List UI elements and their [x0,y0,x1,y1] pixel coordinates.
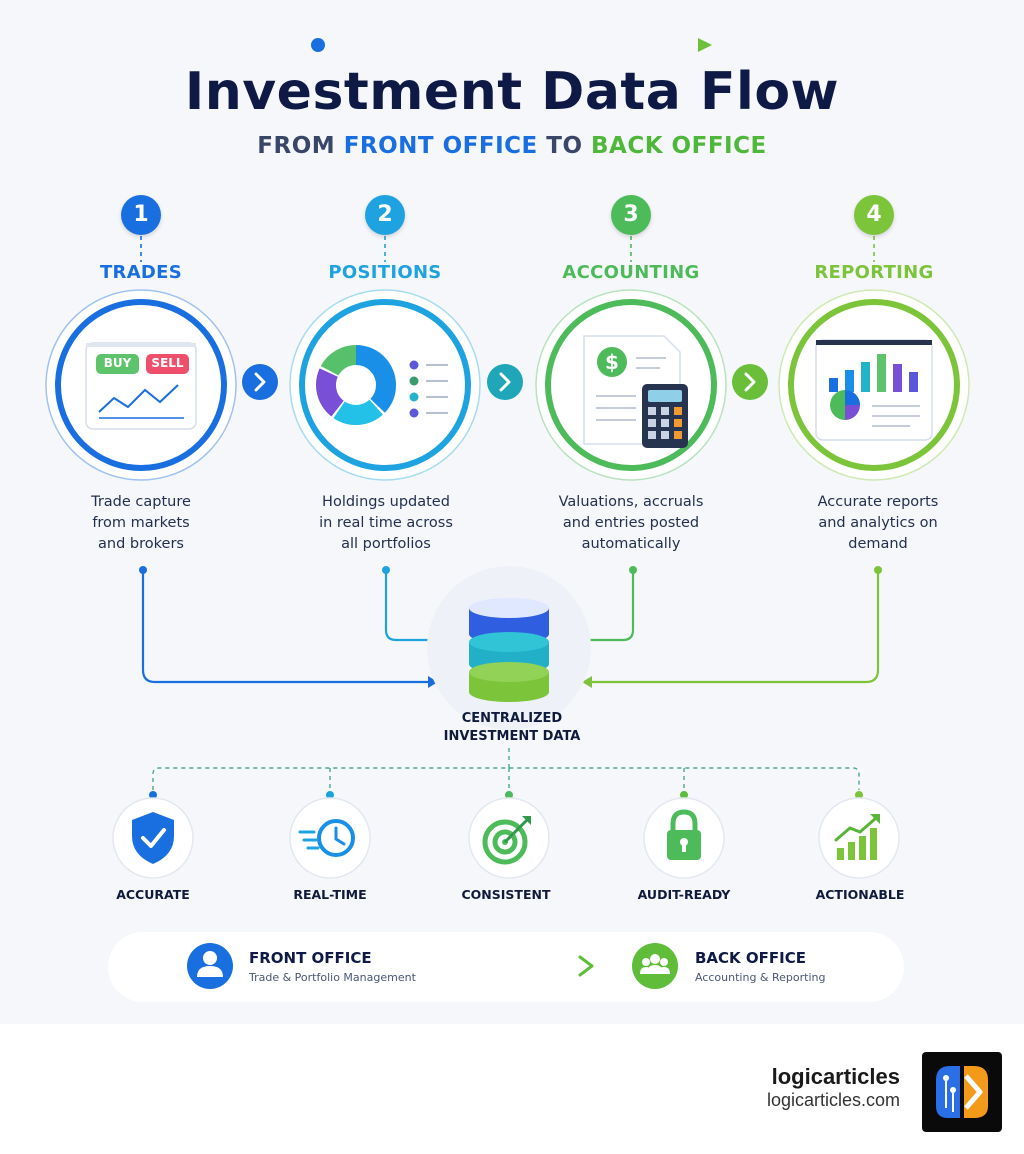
step-label-trades: TRADES [99,262,183,283]
feature-label-audit-ready: AUDIT-READY [637,887,731,902]
page-title: Investment Data Flow [184,62,840,122]
step-circle-reporting [778,289,970,481]
subtitle-to: TO [546,133,583,159]
step-badge-2: 2 [365,195,405,235]
legend-front-title: FRONT OFFICE [249,949,372,967]
database-icon [427,566,591,730]
step-desc-positions: Holdings updated in real time across all… [319,494,453,552]
header-arrow [311,38,712,52]
step-circle-trades [45,289,237,481]
legend-back-sub: Accounting & Reporting [695,971,826,984]
brand-url: logicarticles.com [766,1090,900,1110]
step-label-positions: POSITIONS [328,262,442,283]
growth-chart-icon [818,797,900,879]
brand-logo [922,1052,1002,1132]
step-circle-accounting [535,289,727,481]
step-badge-1: 1 [121,195,161,235]
step-label-reporting: REPORTING [814,262,934,283]
step-label-accounting: ACCOUNTING [562,262,700,283]
feature-label-real-time: REAL-TIME [293,887,367,902]
chevron-right-icon [732,364,768,400]
calculator-icon [642,384,688,448]
page-subtitle: FROM FRONT OFFICE TO BACK OFFICE [0,133,1024,159]
chevron-right-icon [242,364,278,400]
target-icon [468,797,550,879]
dollar-icon: $ [605,350,619,374]
step-desc-reporting: Accurate reports and analytics on demand [817,494,939,552]
legend-back-title: BACK OFFICE [695,949,806,967]
step-badge-4: 4 [854,195,894,235]
donut-chart-icon [316,345,396,425]
legend-arrow [426,955,594,977]
sell-tag: SELL [151,356,184,370]
feature-label-actionable: ACTIONABLE [815,887,905,902]
team-icon [632,943,678,989]
step-circle-positions [289,289,481,481]
feature-label-accurate: ACCURATE [116,887,190,902]
clock-icon [289,797,371,879]
diagram-graphics [45,38,970,989]
lock-icon [643,797,725,879]
brand-name: logicarticles [771,1064,900,1089]
subtitle-back-office: BACK OFFICE [591,133,767,159]
step-desc-accounting: Valuations, accruals and entries posted … [558,494,704,552]
subtitle-front-office: FRONT OFFICE [343,133,538,159]
feature-label-consistent: CONSISTENT [461,887,551,902]
shield-check-icon [112,797,194,879]
buy-tag: BUY [103,356,132,370]
feature-connectors [152,748,860,792]
step-desc-trades: Trade capture from markets and brokers [91,494,191,552]
legend-front-sub: Trade & Portfolio Management [249,971,416,984]
chevron-right-icon [487,364,523,400]
hub-label: CENTRALIZED INVESTMENT DATA [443,711,581,744]
subtitle-from: FROM [257,133,336,159]
step-badge-3: 3 [611,195,651,235]
user-icon [187,943,233,989]
